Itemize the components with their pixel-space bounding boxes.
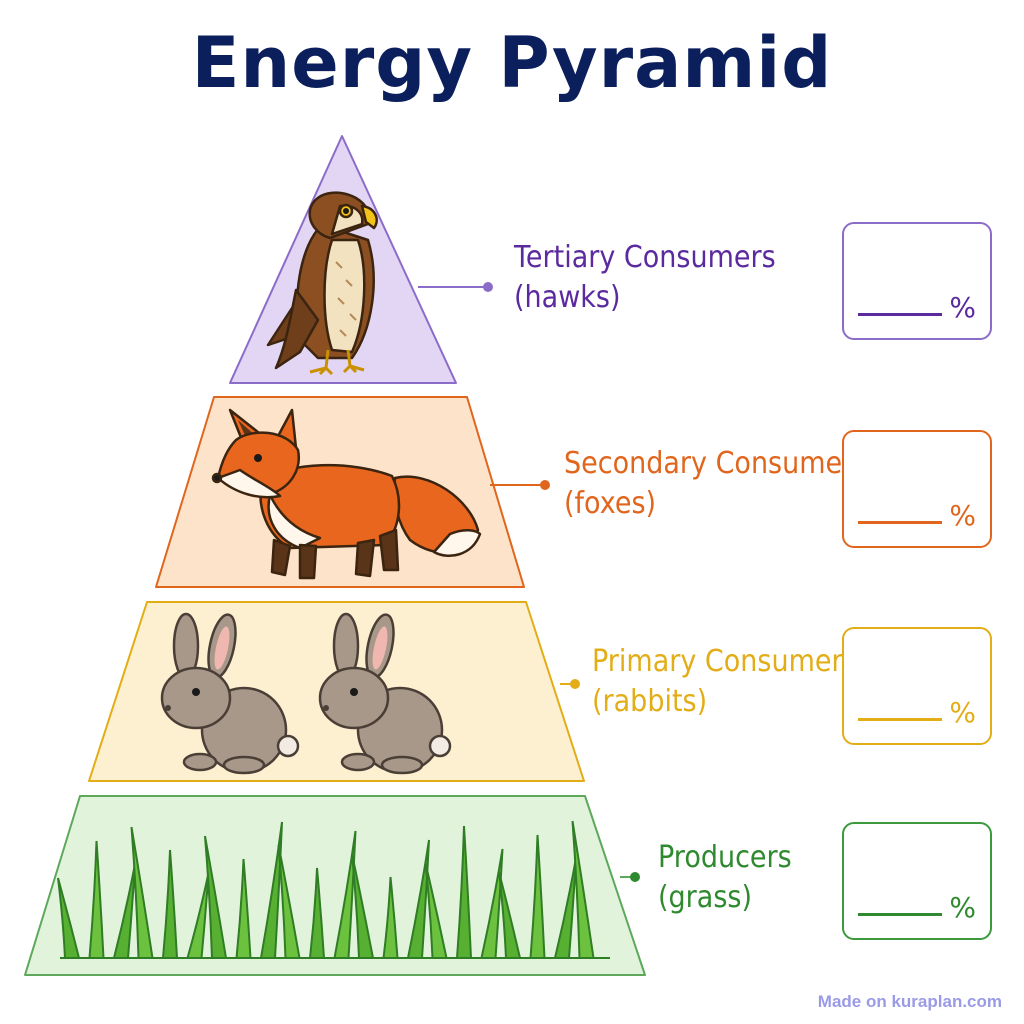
label-secondary: Secondary Consumers (foxes) (564, 444, 867, 524)
grass-blade (88, 840, 105, 959)
answer-box-producers[interactable]: % (842, 822, 992, 940)
label-secondary-name: Secondary Consumers (564, 446, 868, 481)
grass-blade (480, 848, 504, 959)
label-producers: Producers (grass) (658, 838, 792, 918)
grass-blade (351, 853, 375, 959)
label-producers-name: Producers (658, 840, 792, 875)
percent-sign: % (949, 891, 976, 924)
connector-primary (560, 679, 580, 689)
page-title: Energy Pyramid (191, 22, 833, 104)
answer-blank-producers[interactable] (858, 913, 942, 916)
grass-blade (161, 849, 179, 959)
grass-blade (130, 826, 154, 959)
grass-blade (204, 835, 228, 959)
percent-sign: % (949, 696, 976, 729)
label-tertiary-example: (hawks) (514, 280, 621, 315)
label-producers-example: (grass) (658, 880, 752, 915)
grass-blade (333, 830, 357, 959)
grass-blade (529, 834, 546, 959)
percent-sign: % (949, 499, 976, 532)
grass-blade (57, 877, 81, 959)
grass-blade (382, 876, 399, 959)
grass-blade (571, 820, 595, 959)
grass-icon (57, 820, 610, 959)
label-primary-name: Primary Consumers (592, 644, 857, 679)
grass-blade (455, 825, 473, 959)
answer-blank-primary[interactable] (858, 718, 942, 721)
answer-box-secondary[interactable]: % (842, 430, 992, 548)
label-primary-example: (rabbits) (592, 684, 708, 719)
label-secondary-example: (foxes) (564, 486, 657, 521)
percent-sign: % (949, 291, 976, 324)
grass-blade (277, 844, 301, 959)
grass-blade (424, 862, 448, 959)
answer-blank-tertiary[interactable] (858, 313, 942, 316)
rabbit-icon (160, 612, 452, 775)
grass-blade (406, 839, 430, 959)
label-primary: Primary Consumers (rabbits) (592, 642, 857, 722)
connector-secondary (490, 480, 550, 490)
grass-blade (308, 867, 326, 959)
connector-producers (620, 872, 640, 882)
grass-blade (498, 871, 522, 959)
footer-credit[interactable]: Made on kuraplan.com (817, 992, 1002, 1011)
connector-tertiary (418, 282, 493, 292)
grass-blade (259, 821, 283, 959)
answer-box-tertiary[interactable]: % (842, 222, 992, 340)
label-tertiary-name: Tertiary Consumers (514, 240, 776, 275)
answer-blank-secondary[interactable] (858, 521, 942, 524)
answer-box-primary[interactable]: % (842, 627, 992, 745)
grass-blade (235, 858, 252, 959)
hawk-icon (266, 191, 378, 376)
fox-icon (211, 408, 482, 580)
label-tertiary: Tertiary Consumers (hawks) (514, 238, 776, 318)
